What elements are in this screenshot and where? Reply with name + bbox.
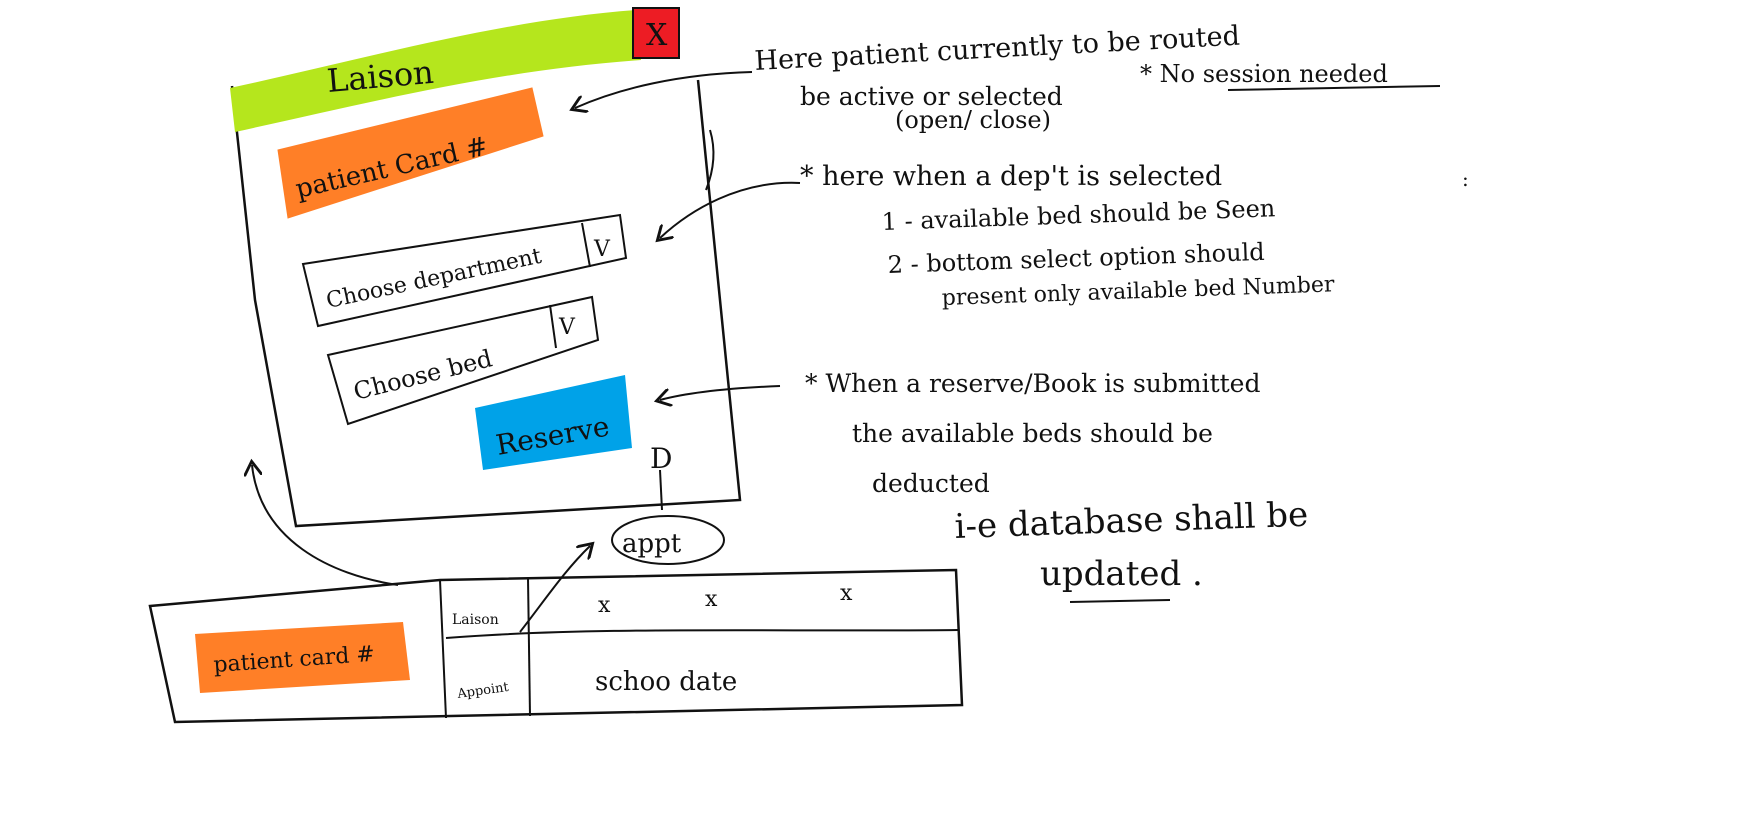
row-label-appoint: Appoint [455,680,510,702]
laison-cell: x [598,593,611,618]
dialog-frame [230,79,742,528]
note-line: (open/ close) [895,106,1051,134]
tab-appoint[interactable]: Appoint [455,680,510,702]
note-line: deducted [872,469,990,498]
note-line: 1 - available bed should be Seen [881,194,1275,236]
patient-note: Here patient currently to be routed be a… [754,21,1441,134]
arrow-patient-note [575,71,753,108]
note-line: be active or selected [800,82,1063,111]
dept-note: * here when a dep't is selected 1 - avai… [800,161,1335,311]
reserve-note: * When a reserve/Book is submitted the a… [805,369,1309,603]
note-line: the available beds should be [852,419,1213,448]
arrow-bottom-to-dialog [252,465,399,586]
annotation-arrows [252,71,801,633]
note-line: * When a reserve/Book is submitted [805,369,1260,398]
note-line: updated . [1040,554,1203,594]
dialog-edge-stroke [705,129,715,191]
note-line: present only available bed Number [941,272,1335,311]
appt-marker: D [650,442,672,475]
bottom-panel: patient card # Laison Appoint x x x scho… [148,568,964,724]
row-label-laison: Laison [452,612,499,628]
note-line: i-e database shall be [954,495,1309,547]
chevron-down-icon: V [558,315,576,340]
close-icon: X [646,18,668,53]
close-button[interactable]: X [632,7,680,59]
note-line: * here when a dep't is selected [800,161,1222,192]
chevron-down-icon: V [593,237,611,262]
dialog-title-bar [230,10,641,132]
reserve-button[interactable]: Reserve [475,375,632,470]
department-select-value: Choose department [324,244,544,314]
dialog-title: Laison [325,53,435,100]
bed-select-value: Choose bed [351,344,495,405]
bottom-patient-card-button[interactable]: patient card # [195,622,410,693]
note-line: * No session needed [1140,60,1388,88]
department-select[interactable]: Choose department V [301,213,628,328]
appoint-date-cell: schoo date [595,667,737,697]
tab-laison[interactable]: Laison [452,612,499,628]
appt-label: appt [622,529,682,559]
note-line: 2 - bottom select option should [887,238,1265,279]
laison-cell: x [705,587,718,612]
appt-bubble: D appt [611,442,725,565]
arrow-dept-note [660,181,801,238]
note-underline [1227,85,1441,91]
stray-mark: : [1462,167,1469,191]
arrow-reserve-note [660,385,781,400]
laison-cell: x [840,581,853,606]
note-underline [1069,599,1171,603]
arrow-laison-to-appt [519,546,590,633]
laison-dialog: Laison X patient Card # Choose departmen… [230,7,742,528]
